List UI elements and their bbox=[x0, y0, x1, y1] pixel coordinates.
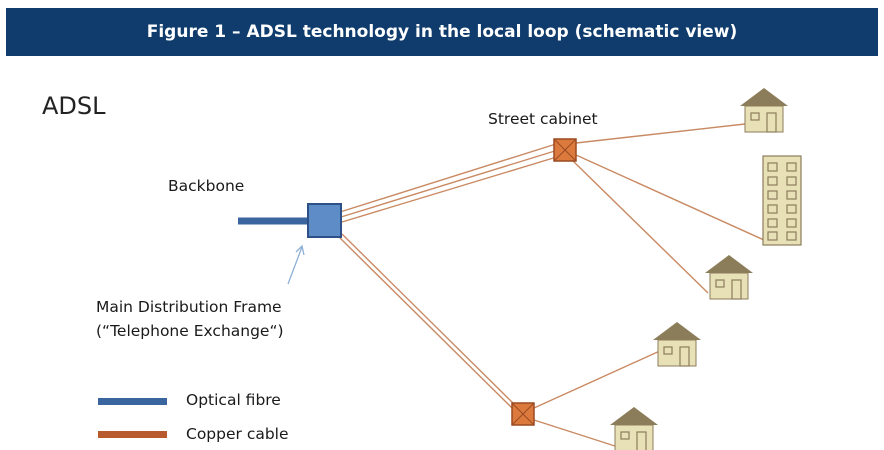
street-cabinet-box bbox=[553, 138, 577, 162]
house-icon bbox=[705, 255, 753, 300]
adsl-heading: ADSL bbox=[42, 92, 106, 120]
house-icon bbox=[740, 88, 788, 133]
mdf-to-cabinet-cables bbox=[339, 143, 561, 223]
mdf-to-lower-cabinet-cables bbox=[337, 233, 517, 409]
street-cabinet-label: Street cabinet bbox=[488, 110, 598, 128]
legend-swatch-copper-cable bbox=[98, 431, 167, 438]
telephone-exchange-label: (“Telephone Exchange“) bbox=[96, 322, 284, 340]
lower-cabinet-to-house-cables bbox=[533, 349, 663, 448]
main-distribution-frame bbox=[307, 203, 342, 238]
apartment-building-icon bbox=[762, 155, 802, 246]
mdf-label: Main Distribution Frame bbox=[96, 298, 282, 316]
legend-label-optical-fibre: Optical fibre bbox=[186, 391, 281, 409]
legend-label-copper-cable: Copper cable bbox=[186, 425, 289, 443]
house-icon bbox=[653, 322, 701, 367]
figure-title: Figure 1 – ADSL technology in the local … bbox=[146, 22, 738, 42]
mdf-pointer-arrow bbox=[287, 244, 305, 285]
figure-title-bar: Figure 1 – ADSL technology in the local … bbox=[6, 8, 878, 56]
legend-swatch-optical-fibre bbox=[98, 398, 167, 405]
lower-street-cabinet-box bbox=[511, 402, 535, 426]
cabinet-to-building-cables bbox=[571, 123, 765, 294]
house-icon bbox=[610, 407, 658, 450]
backbone-label: Backbone bbox=[168, 177, 245, 195]
